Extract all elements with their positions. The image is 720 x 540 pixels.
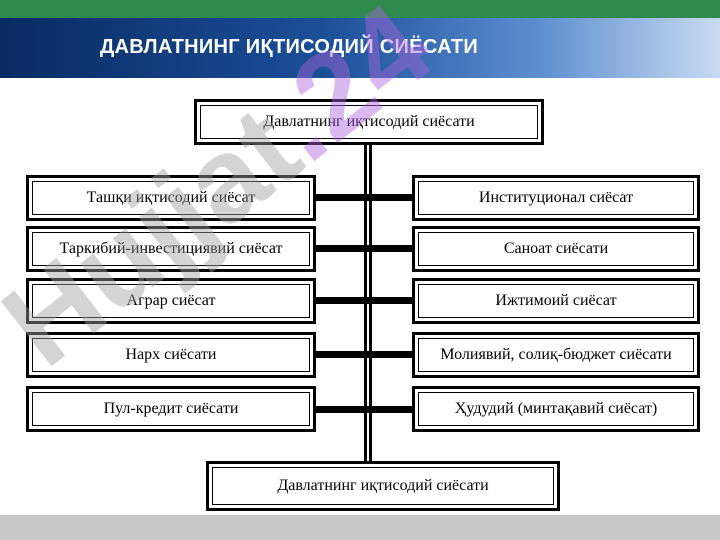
right-box-institutional: Институционал сиёсат — [412, 175, 700, 221]
left-box-structural: Таркибий-инвестициявий сиёсат — [26, 226, 316, 272]
left-box-label: Ташқи иқтисодий сиёсат — [32, 181, 310, 215]
diagram-bottom-box: Давлатнинг иқтисодий сиёсати — [206, 461, 560, 511]
left-box-label: Пул-кредит сиёсати — [32, 392, 310, 426]
left-box-agrarian: Аграр сиёсат — [26, 278, 316, 324]
left-box-foreign: Ташқи иқтисодий сиёсат — [26, 175, 316, 221]
left-box-price: Нарх сиёсати — [26, 332, 316, 378]
branch-line — [315, 351, 413, 358]
footer-bar — [0, 515, 720, 540]
diagram-top-label: Давлатнинг иқтисодий сиёсати — [200, 105, 538, 139]
right-box-label: Ижтимоий сиёсат — [418, 284, 694, 318]
right-box-label: Ҳудудий (минтақавий сиёсат) — [418, 392, 694, 426]
right-box-fiscal: Молиявий, солиқ-бюджет сиёсати — [412, 332, 700, 378]
right-box-label: Молиявий, солиқ-бюджет сиёсати — [418, 338, 694, 372]
slide-title: ДАВЛАТНИНГ ИҚТИСОДИЙ СИЁСАТИ — [100, 36, 479, 58]
left-box-label: Аграр сиёсат — [32, 284, 310, 318]
left-box-label: Нарх сиёсати — [32, 338, 310, 372]
left-box-label: Таркибий-инвестициявий сиёсат — [32, 232, 310, 266]
right-box-social: Ижтимоий сиёсат — [412, 278, 700, 324]
slide-header — [0, 18, 720, 78]
diagram-top-box: Давлатнинг иқтисодий сиёсати — [194, 99, 544, 145]
top-accent-stripe — [0, 0, 720, 18]
right-box-label: Саноат сиёсати — [418, 232, 694, 266]
branch-line — [315, 245, 413, 252]
right-box-industrial: Саноат сиёсати — [412, 226, 700, 272]
right-box-regional: Ҳудудий (минтақавий сиёсат) — [412, 386, 700, 432]
branch-line — [315, 406, 413, 413]
left-box-monetary: Пул-кредит сиёсати — [26, 386, 316, 432]
branch-line — [315, 194, 413, 201]
diagram-bottom-label: Давлатнинг иқтисодий сиёсати — [212, 467, 554, 505]
right-box-label: Институционал сиёсат — [418, 181, 694, 215]
branch-line — [315, 297, 413, 304]
